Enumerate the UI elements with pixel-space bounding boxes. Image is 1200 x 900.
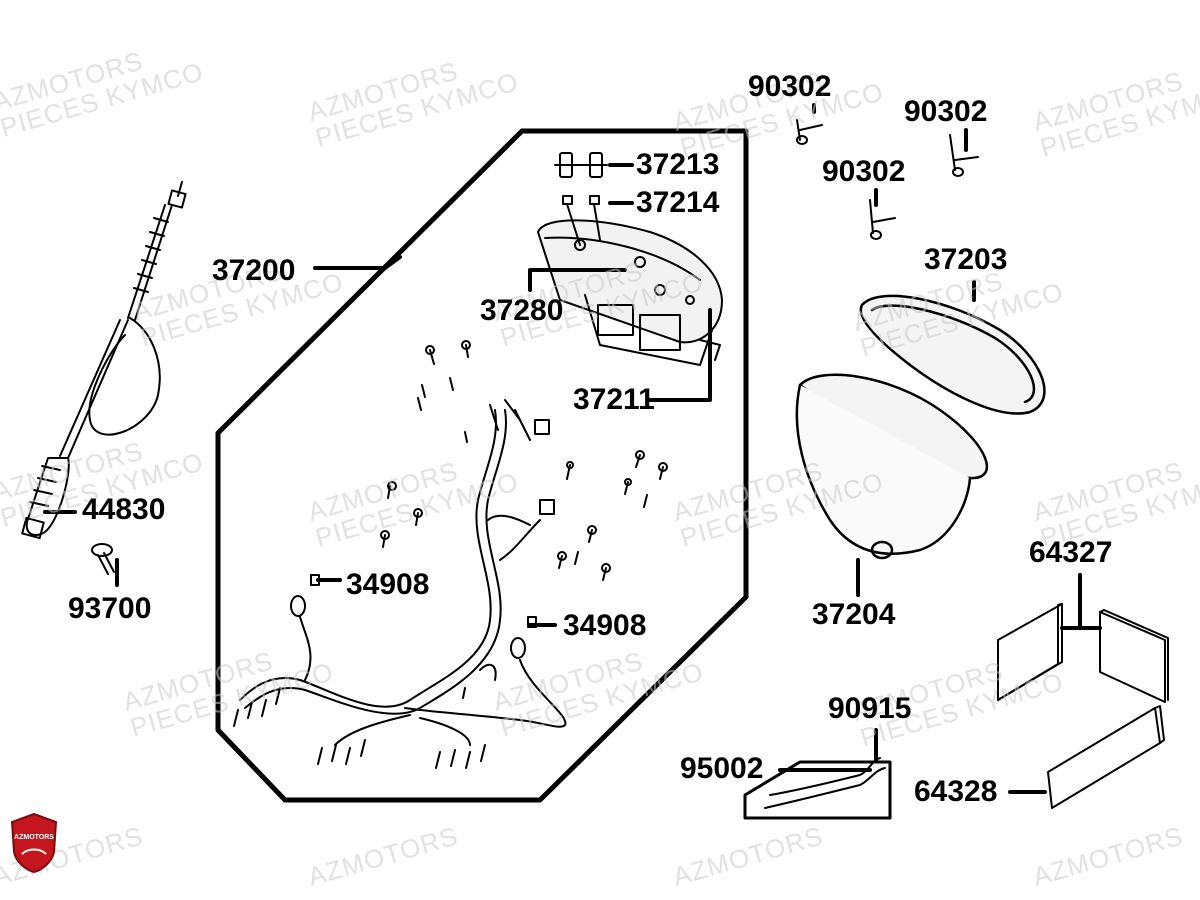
part-label-37213: 37213 — [636, 148, 720, 181]
wiring-harness — [239, 399, 567, 746]
case-37204 — [795, 373, 988, 560]
pads-64327 — [997, 603, 1169, 703]
part-label-90302: 90302 — [822, 155, 906, 188]
part-label-37204: 37204 — [812, 598, 896, 631]
part-label-93700: 93700 — [68, 592, 152, 625]
part-label-64327: 64327 — [1029, 536, 1113, 569]
bulbs-37213 — [554, 152, 608, 178]
part-label-90302: 90302 — [748, 70, 832, 103]
shield-icon — [10, 812, 58, 874]
part-label-90915: 90915 — [828, 692, 912, 725]
part-label-44830: 44830 — [82, 493, 166, 526]
part-label-34908: 34908 — [346, 568, 430, 601]
part-label-90302: 90302 — [904, 95, 988, 128]
screws-90302 — [796, 119, 979, 240]
bolt-93700 — [91, 543, 115, 575]
logo-text: AZMOTORS — [14, 834, 54, 841]
box-95002 — [743, 757, 892, 820]
part-label-37211: 37211 — [573, 383, 655, 416]
group-frame-37200 — [215, 128, 749, 803]
rim-37203 — [859, 294, 1046, 415]
part-label-37214: 37214 — [636, 186, 720, 219]
part-label-37203: 37203 — [924, 243, 1008, 276]
part-label-37280: 37280 — [480, 294, 564, 327]
sockets-37214 — [562, 195, 601, 246]
leader-lines — [43, 103, 1102, 794]
part-label-64328: 64328 — [914, 775, 998, 808]
meter-assembly — [537, 219, 723, 366]
part-label-37200: 37200 — [212, 254, 296, 287]
screws — [380, 340, 668, 699]
part-label-95002: 95002 — [680, 752, 764, 785]
part-label-34908: 34908 — [563, 609, 647, 642]
pad-64328 — [1047, 705, 1165, 809]
azmotors-logo: AZMOTORS — [8, 812, 60, 874]
terminals — [233, 687, 486, 769]
socket-34908 — [290, 574, 537, 659]
speedometer-cable — [21, 181, 187, 540]
